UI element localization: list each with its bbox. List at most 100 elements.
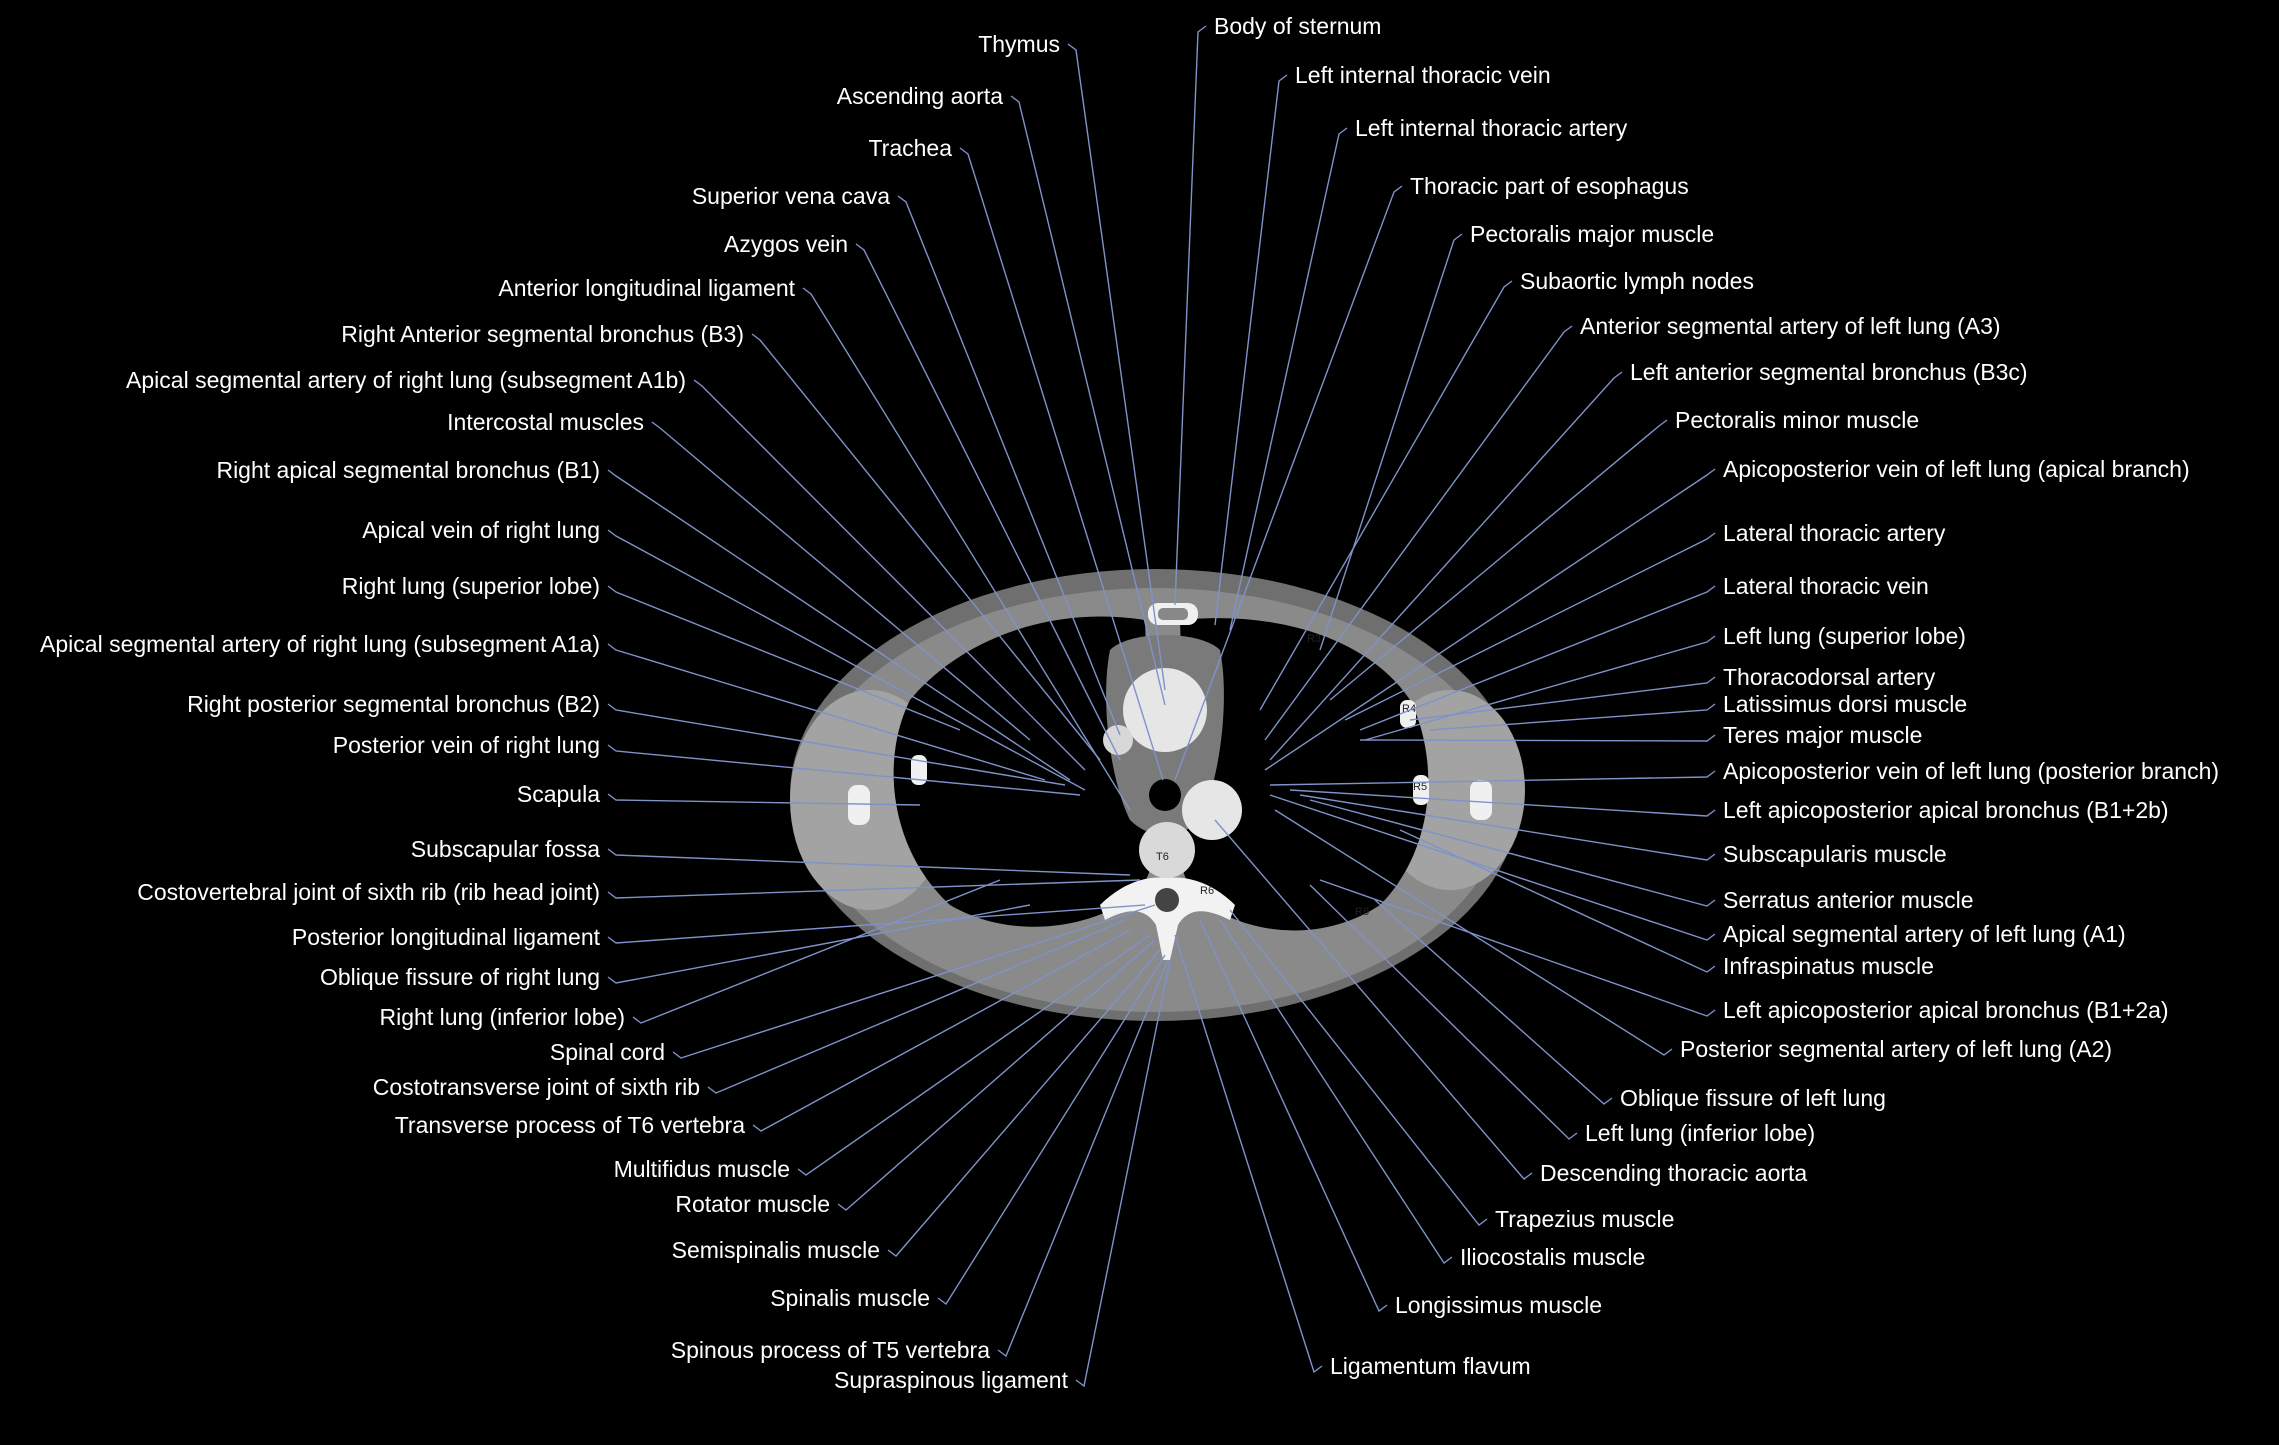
right-label-5: Subaortic lymph nodes: [1520, 268, 1754, 294]
left-label-13: Right posterior segmental bronchus (B2): [187, 691, 600, 717]
left-label-0: Thymus: [978, 31, 1060, 57]
left-label-10: Apical vein of right lung: [362, 517, 600, 543]
vertebral-arch: [1100, 877, 1235, 960]
left-lung-field: [1178, 618, 1429, 931]
left-label-5: Anterior longitudinal ligament: [498, 275, 795, 301]
left-leader-9: [607, 469, 1071, 781]
left-label-17: Costovertebral joint of sixth rib (rib h…: [137, 879, 600, 905]
right-leader-19: [1309, 799, 1716, 907]
left-label-19: Oblique fissure of right lung: [320, 964, 600, 990]
right-label-24: Oblique fissure of left lung: [1620, 1085, 1886, 1111]
right-leader-0: [1174, 25, 1207, 606]
right-leader-8: [1329, 419, 1668, 701]
left-leader-25: [837, 939, 1156, 1211]
right-label-7: Left anterior segmental bronchus (B3c): [1630, 359, 2028, 385]
right-leader-23: [1274, 809, 1673, 1056]
ascending-aorta: [1123, 668, 1207, 752]
right-label-14: Latissimus dorsi muscle: [1723, 691, 1967, 717]
right-leader-12: [1364, 635, 1716, 741]
left-leader-13: [607, 703, 1066, 786]
left-leader-14: [607, 744, 1081, 796]
right-label-21: Infraspinatus muscle: [1723, 953, 1934, 979]
left-label-18: Posterior longitudinal ligament: [292, 924, 601, 950]
left-leader-17: [607, 879, 1141, 899]
rib-right-1: [911, 755, 927, 785]
right-label-28: Iliocostalis muscle: [1460, 1244, 1645, 1270]
right-label-30: Ligamentum flavum: [1330, 1353, 1531, 1379]
left-label-11: Right lung (superior lobe): [342, 573, 600, 599]
vertebra-label: T6: [1156, 851, 1169, 863]
right-leader-6: [1264, 325, 1573, 741]
left-leader-23: [752, 929, 1131, 1132]
left-leader-19: [607, 904, 1031, 984]
left-label-20: Right lung (inferior lobe): [380, 1004, 625, 1030]
right-leader-3: [1174, 185, 1403, 781]
right-lung-field: [893, 616, 1157, 927]
left-leader-3: [897, 195, 1121, 736]
right-leader-18: [1299, 794, 1716, 861]
left-label-29: Supraspinous ligament: [834, 1367, 1069, 1393]
left-leader-18: [607, 904, 1146, 944]
right-leader-13: [1409, 676, 1716, 721]
left-label-12: Apical segmental artery of right lung (s…: [40, 631, 600, 657]
right-leader-22: [1319, 879, 1716, 1017]
right-leader-29: [1199, 919, 1388, 1313]
left-label-9: Right apical segmental bronchus (B1): [216, 457, 600, 483]
right-leader-1: [1214, 74, 1288, 626]
rib-label-r6b: R6: [1355, 906, 1369, 918]
left-leader-5: [802, 287, 1131, 811]
left-leader-28: [997, 959, 1169, 1358]
right-leader-26: [1214, 819, 1533, 1180]
left-label-7: Apical segmental artery of right lung (s…: [126, 367, 686, 393]
left-leader-6: [751, 333, 1101, 761]
right-leader-25: [1309, 884, 1578, 1140]
right-label-8: Pectoralis minor muscle: [1675, 407, 1919, 433]
right-leader-14: [1429, 703, 1716, 731]
left-label-2: Trachea: [868, 135, 952, 161]
right-leader-17: [1289, 789, 1716, 817]
right-label-26: Descending thoracic aorta: [1540, 1160, 1807, 1186]
left-leader-29: [1075, 959, 1171, 1388]
left-leader-4: [855, 243, 1121, 761]
left-label-15: Scapula: [517, 781, 600, 807]
right-leader-7: [1269, 371, 1623, 761]
left-label-14: Posterior vein of right lung: [333, 732, 600, 758]
right-leader-15: [1359, 734, 1716, 742]
right-leader-20: [1269, 794, 1716, 941]
right-label-23: Posterior segmental artery of left lung …: [1680, 1036, 2112, 1062]
scapula-right: [848, 785, 870, 825]
left-label-23: Transverse process of T6 vertebra: [395, 1112, 745, 1138]
rib-label-r6a: R6: [1200, 885, 1214, 897]
left-leader-21: [672, 904, 1156, 1059]
rib-left-1: [1400, 700, 1416, 728]
right-label-12: Left lung (superior lobe): [1723, 623, 1966, 649]
right-leader-27: [1229, 909, 1488, 1226]
right-label-15: Teres major muscle: [1723, 722, 1922, 748]
left-label-21: Spinal cord: [550, 1039, 665, 1065]
left-leader-26: [887, 949, 1161, 1257]
left-leader-15: [607, 793, 921, 806]
right-label-17: Left apicoposterior apical bronchus (B1+…: [1723, 797, 2169, 823]
left-leader-11: [607, 585, 961, 731]
rib-label-r3: R3: [1307, 633, 1321, 645]
spinal-canal: [1155, 888, 1179, 912]
left-label-24: Multifidus muscle: [614, 1156, 790, 1182]
right-label-29: Longissimus muscle: [1395, 1292, 1602, 1318]
left-label-1: Ascending aorta: [837, 83, 1003, 109]
right-label-9: Apicoposterior vein of left lung (apical…: [1723, 456, 2190, 482]
right-label-11: Lateral thoracic vein: [1723, 573, 1929, 599]
left-label-6: Right Anterior segmental bronchus (B3): [341, 321, 744, 347]
right-label-0: Body of sternum: [1214, 13, 1381, 39]
right-leader-4: [1319, 233, 1463, 651]
superior-vena-cava: [1103, 725, 1133, 755]
right-label-16: Apicoposterior vein of left lung (poster…: [1723, 758, 2219, 784]
left-leader-27: [937, 954, 1166, 1306]
left-label-22: Costotransverse joint of sixth rib: [373, 1074, 700, 1100]
right-label-22: Left apicoposterior apical bronchus (B1+…: [1723, 997, 2169, 1023]
left-label-8: Intercostal muscles: [447, 409, 644, 435]
right-label-25: Left lung (inferior lobe): [1585, 1120, 1815, 1146]
left-leader-8: [651, 421, 1031, 741]
t6-vertebral-body: [1139, 822, 1195, 878]
